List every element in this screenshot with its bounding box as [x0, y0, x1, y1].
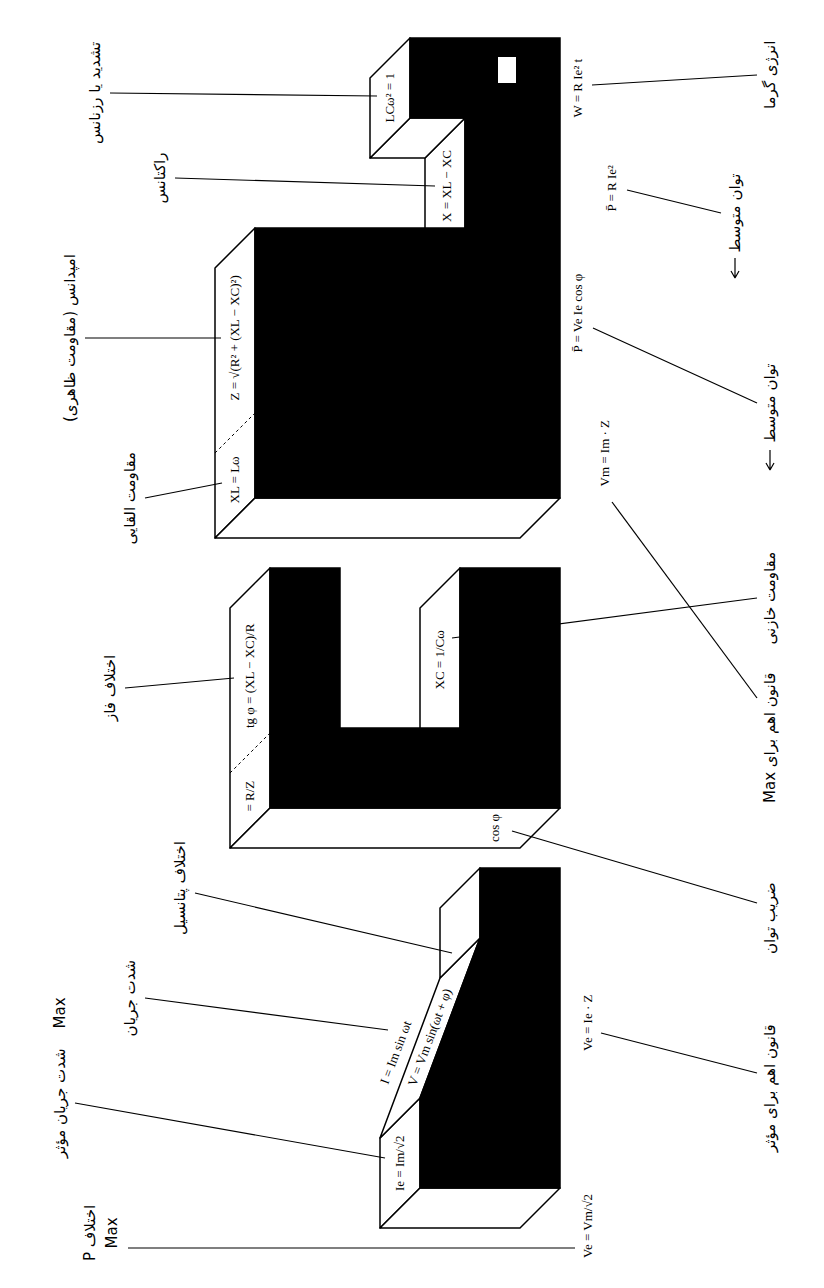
formula-text: Ie = Im/√2: [393, 1135, 408, 1191]
leader-line: [627, 190, 721, 213]
formula-text: Ve = Ie · Z: [581, 995, 596, 1051]
leader-line: [128, 1247, 575, 1248]
leader-line: [592, 75, 757, 85]
leader-line: [593, 328, 757, 403]
formula-text: XC = 1/Cω: [433, 630, 448, 689]
letter-shape: [220, 558, 570, 858]
formula-text: P̄ = R Ie²: [605, 165, 620, 212]
callout-label: مقاومت خازنی: [761, 552, 779, 645]
callout-label: اختلاف P: [81, 1205, 99, 1261]
callout-label: امپدانس (مقاومت ظاهری): [61, 254, 79, 422]
callout-label: راکتانس: [151, 153, 169, 204]
formula-text: P̄ = Ve Ie cos φ: [571, 274, 586, 353]
leader-line: [75, 1103, 385, 1158]
callout-label: توان متوسط: [726, 174, 744, 253]
block-letter: Ie = Im/√2I = Im sin ωtV = Vm sin(ωt + φ…: [360, 858, 610, 1278]
formula-text: Z = √(R² + (XL − XC)²): [228, 275, 243, 400]
letter-shape: [200, 28, 630, 548]
callout-label: ضریب توان: [761, 882, 779, 954]
formula-text: Ve = Vm/√2: [581, 1194, 596, 1258]
callout-label: Max: [51, 997, 69, 1028]
callout-label: اختلاف پتانسیل: [171, 841, 189, 935]
leader-line: [85, 337, 221, 338]
callout-label: Max: [103, 1217, 121, 1248]
side-face: [215, 498, 560, 538]
block-letter: tg φ = (XL − XC)/R = R/Z cos φ XC = 1/Cω: [220, 558, 570, 858]
leader-line: [195, 893, 452, 953]
letter-hole: [498, 57, 516, 83]
side-face: [230, 568, 270, 848]
side-face: [380, 1188, 560, 1228]
side-face: [370, 38, 410, 158]
callout-label: قانون اهم برای مؤثر: [761, 1024, 779, 1152]
leader-line: [175, 178, 435, 186]
formula-text: LCω² = 1: [383, 73, 398, 122]
callout-label: انرژی گرما: [761, 41, 779, 109]
callout-label: تشدید یا رزنانس: [86, 42, 104, 144]
formula-text: Vm = Im · Z: [598, 420, 613, 487]
formula-text: W = R Ie² t: [571, 59, 586, 118]
leader-line: [145, 483, 222, 498]
side-face: [230, 808, 560, 848]
arrow-mark: [766, 450, 774, 470]
formula-text: X = XL − XC: [440, 150, 455, 222]
formula-text: = R/Z: [243, 781, 258, 812]
leader-line: [612, 502, 757, 698]
block-letter: XL = Lω Z = √(R² + (XL − XC)²) X = XL − XC…: [200, 28, 630, 548]
formula-text: XL = Lω: [228, 456, 243, 503]
leader-line: [145, 998, 388, 1030]
callout-label: شدت جریان مؤثر: [51, 1048, 69, 1158]
face-divider: [230, 733, 270, 773]
callout-label: قانون اهم برای Max: [761, 673, 779, 803]
face-divider: [215, 413, 255, 453]
leader-line: [512, 831, 757, 903]
leader-line: [110, 93, 377, 96]
side-face: [215, 228, 255, 538]
leader-line: [125, 678, 234, 688]
formula-text: cos φ: [488, 814, 503, 842]
arrow-mark: [731, 258, 739, 278]
callout-label: اختلاف فاز: [101, 655, 119, 721]
leader-line: [452, 598, 757, 638]
front-face: [255, 38, 560, 498]
callout-label: توان متوسط: [761, 364, 779, 443]
callout-label: شدت جریان: [121, 960, 139, 1037]
front-face: [270, 568, 560, 808]
formula-text: tg φ = (XL − XC)/R: [243, 624, 258, 728]
leader-line: [601, 1033, 757, 1073]
callout-label: مقاومت القایی: [121, 452, 139, 545]
